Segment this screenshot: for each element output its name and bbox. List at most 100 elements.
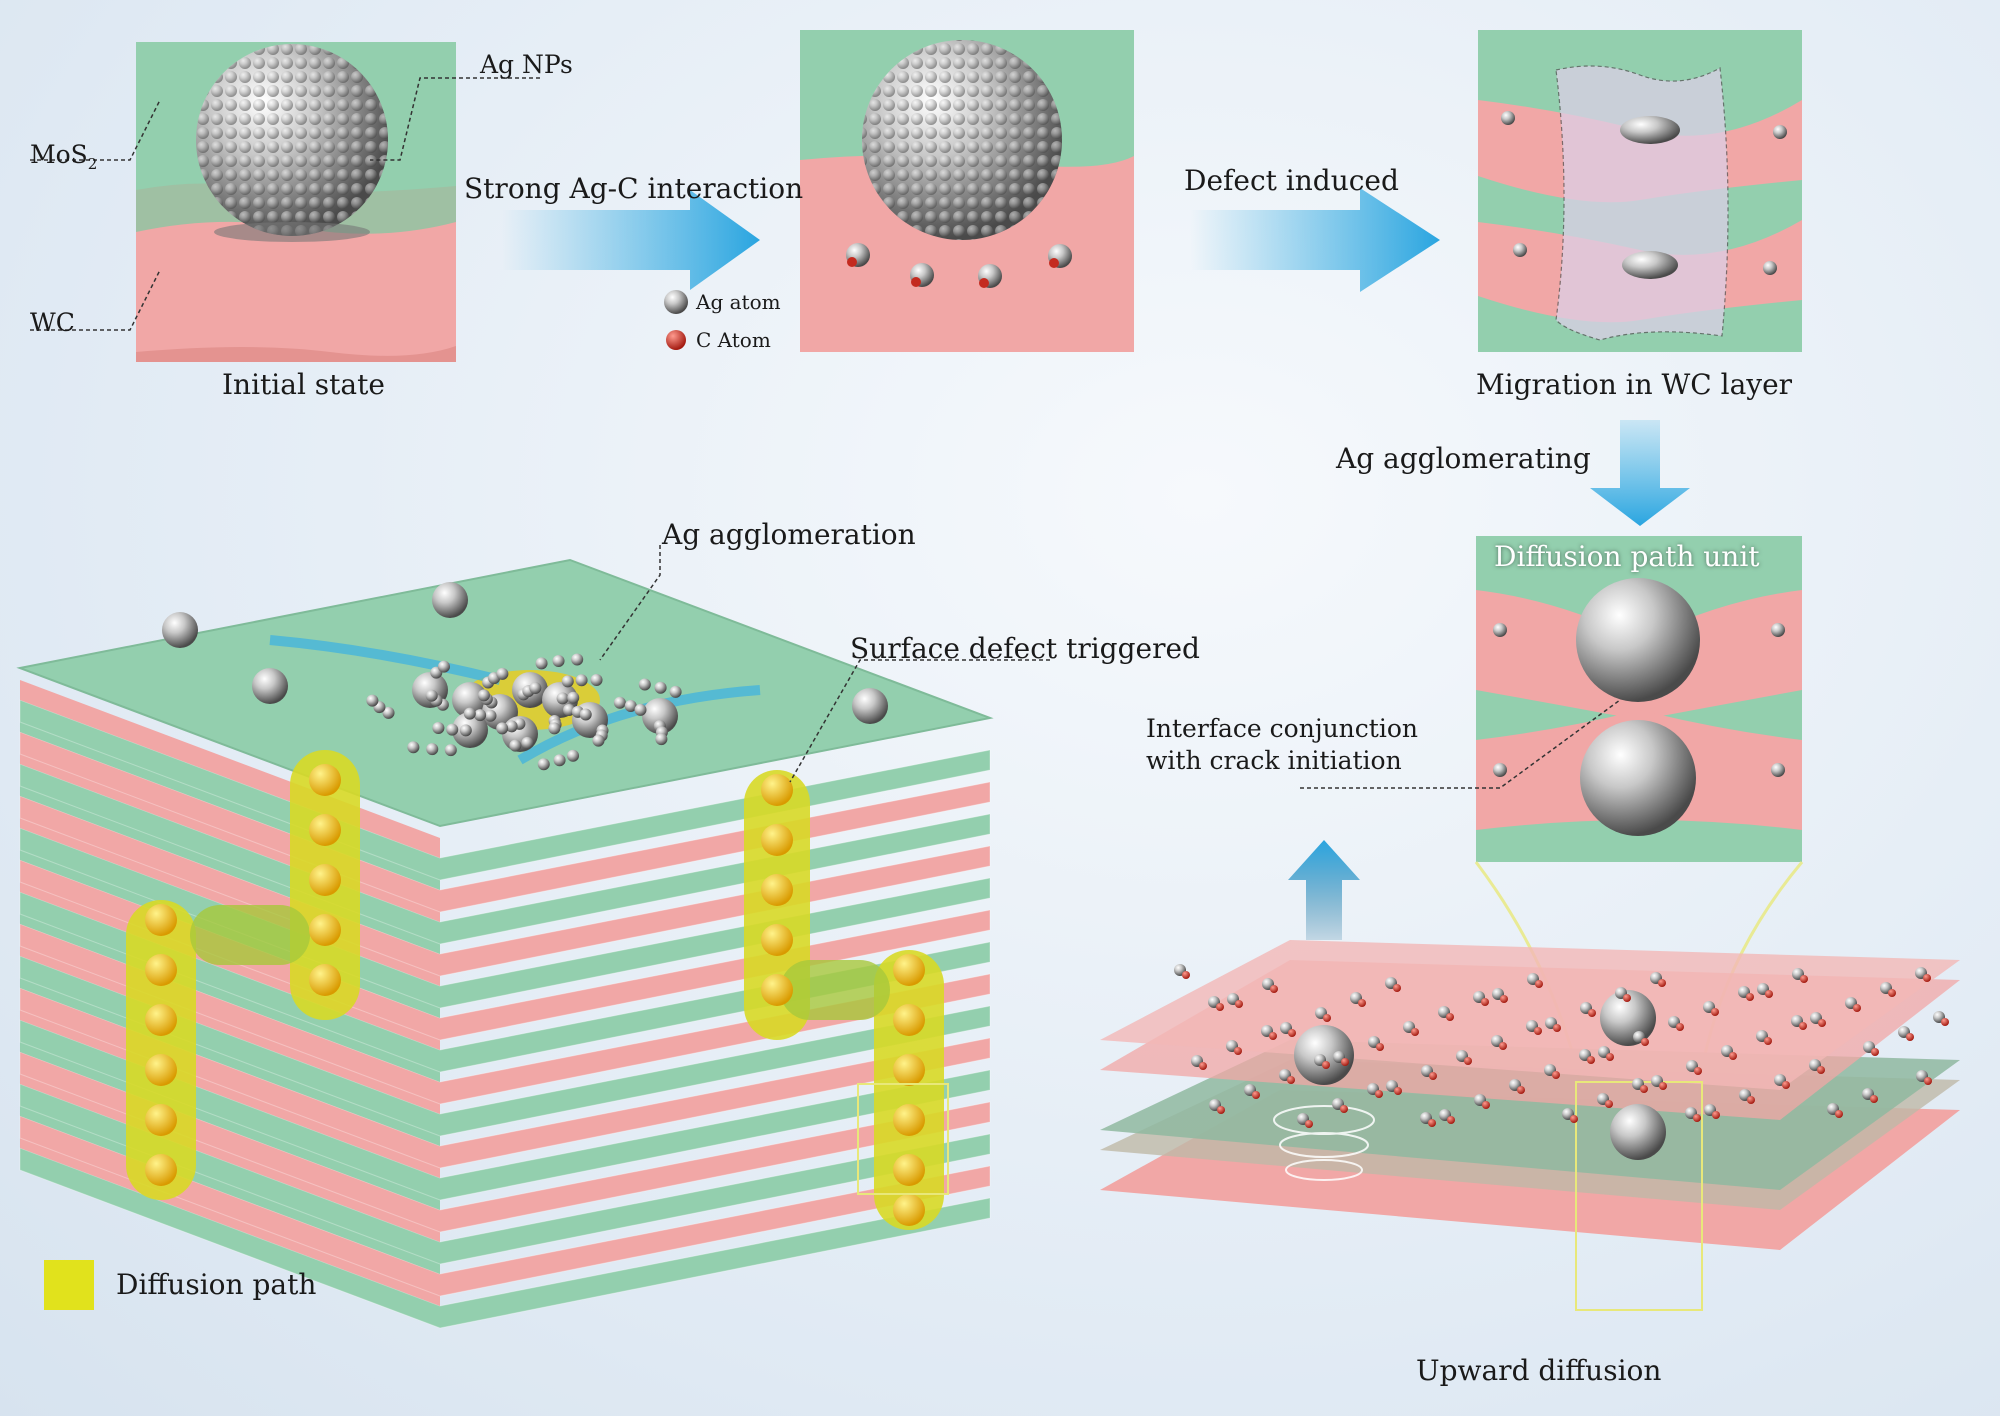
- c-atom: [1499, 1042, 1507, 1050]
- c-atom: [1287, 1076, 1295, 1084]
- caption-upward-diffusion: Upward diffusion: [1416, 1354, 1662, 1387]
- c-atom: [1464, 1057, 1472, 1065]
- ag-atom: [567, 749, 580, 762]
- c-atom: [1234, 1047, 1242, 1055]
- c-atom: [1853, 1004, 1861, 1012]
- c-atom: [1870, 1095, 1878, 1103]
- ag-particle: [642, 698, 678, 734]
- c-atom: [1429, 1072, 1437, 1080]
- interface-leader: [1300, 699, 1621, 789]
- c-atom: [1500, 995, 1508, 1003]
- c-atom: [1729, 1052, 1737, 1060]
- c-atom: [1924, 1077, 1932, 1085]
- c-atom: [1641, 1038, 1649, 1046]
- diffusion-ball: [893, 1004, 925, 1036]
- diffusion-ball: [145, 1054, 177, 1086]
- diffusion-ball: [893, 1154, 925, 1186]
- label-ag-agglomeration: Ag agglomeration: [662, 518, 916, 551]
- c-atom: [1393, 984, 1401, 992]
- c-atom: [1835, 1110, 1843, 1118]
- c-atom: [1323, 1014, 1331, 1022]
- ag-atom: [477, 689, 490, 702]
- layered-block: [16, 558, 994, 1329]
- ag-atom: [590, 674, 603, 687]
- arrow-agglomerating: [1590, 420, 1690, 526]
- caption-migration: Migration in WC layer: [1476, 368, 1793, 401]
- ag-atom: [529, 682, 542, 695]
- ag-atom: [496, 667, 509, 680]
- diffusion-ball: [761, 874, 793, 906]
- label-ag-nps: Ag NPs: [480, 50, 573, 79]
- c-atom: [1341, 1058, 1349, 1066]
- c-atom: [1640, 1085, 1648, 1093]
- c-atom: [1534, 1027, 1542, 1035]
- diffusion-ball: [145, 1104, 177, 1136]
- ag-atom: [592, 734, 605, 747]
- c-atom: [1216, 1003, 1224, 1011]
- c-atom: [1553, 1024, 1561, 1032]
- c-atom: [1269, 1032, 1277, 1040]
- label-strong-ag-c: Strong Ag-C interaction: [464, 172, 804, 205]
- ag-atom: [579, 708, 592, 721]
- legend-ag-atom: Ag atom: [696, 290, 781, 314]
- c-atom: [1659, 1082, 1667, 1090]
- diffusion-ball: [309, 914, 341, 946]
- c-atom: [1605, 1100, 1613, 1108]
- annotation-interface-line1: Interface conjunction: [1146, 714, 1418, 743]
- c-atom: [1906, 1033, 1914, 1041]
- ag-atom: [537, 758, 550, 771]
- c-atom: [1375, 1090, 1383, 1098]
- arrow-defect-induced: [1190, 188, 1440, 292]
- ag-atom: [561, 675, 574, 688]
- diffusion-ball: [309, 964, 341, 996]
- diffusion-ball: [309, 864, 341, 896]
- c-atom: [1818, 1019, 1826, 1027]
- c-atom: [1800, 975, 1808, 983]
- ag-atom: [535, 657, 548, 670]
- c-atom: [1517, 1086, 1525, 1094]
- ag-particle: [432, 582, 468, 618]
- arrow-interaction: [502, 190, 760, 290]
- diffusion-ball: [145, 1154, 177, 1186]
- legend-c-atom: C Atom: [696, 328, 771, 352]
- ag-atom: [655, 733, 668, 746]
- c-atom: [1712, 1111, 1720, 1119]
- ag-atom: [484, 709, 497, 722]
- ag-atom: [463, 707, 476, 720]
- ag-atom: [432, 721, 445, 734]
- ag-atom: [521, 736, 534, 749]
- diffusion-ball: [761, 974, 793, 1006]
- legend-diffusion-path: Diffusion path: [116, 1268, 317, 1301]
- c-atom: [1658, 979, 1666, 987]
- ag-atom-legend-icon: [664, 290, 688, 314]
- c-atom: [1305, 1120, 1313, 1128]
- diffusion-ball: [893, 1194, 925, 1226]
- ag-particle: [452, 682, 488, 718]
- c-atom: [1765, 990, 1773, 998]
- annotation-interface-line2: with crack initiation: [1146, 746, 1402, 775]
- ag-atom: [382, 706, 395, 719]
- ag-atom: [575, 674, 588, 687]
- ag-atom: [638, 678, 651, 691]
- ag-atom: [505, 720, 518, 733]
- ag-atom: [437, 660, 450, 673]
- migration-panel: [1478, 30, 1802, 352]
- c-atom: [1358, 999, 1366, 1007]
- c-atom: [1570, 1115, 1578, 1123]
- c-atom: [1446, 1013, 1454, 1021]
- c-atom: [1782, 1081, 1790, 1089]
- c-atom: [1764, 1037, 1772, 1045]
- c-atom: [1447, 1116, 1455, 1124]
- diffusion-path-legend-swatch: [44, 1260, 94, 1310]
- label-mos2: MoS2: [30, 140, 98, 173]
- ag-atom: [613, 696, 626, 709]
- c-atom: [1799, 1022, 1807, 1030]
- ag-particle: [252, 668, 288, 704]
- ag-atom: [426, 743, 439, 756]
- ag-atom: [552, 655, 565, 668]
- ag-atom: [366, 694, 379, 707]
- c-atom: [1552, 1071, 1560, 1079]
- ag-atom: [654, 681, 667, 694]
- c-atom: [1923, 974, 1931, 982]
